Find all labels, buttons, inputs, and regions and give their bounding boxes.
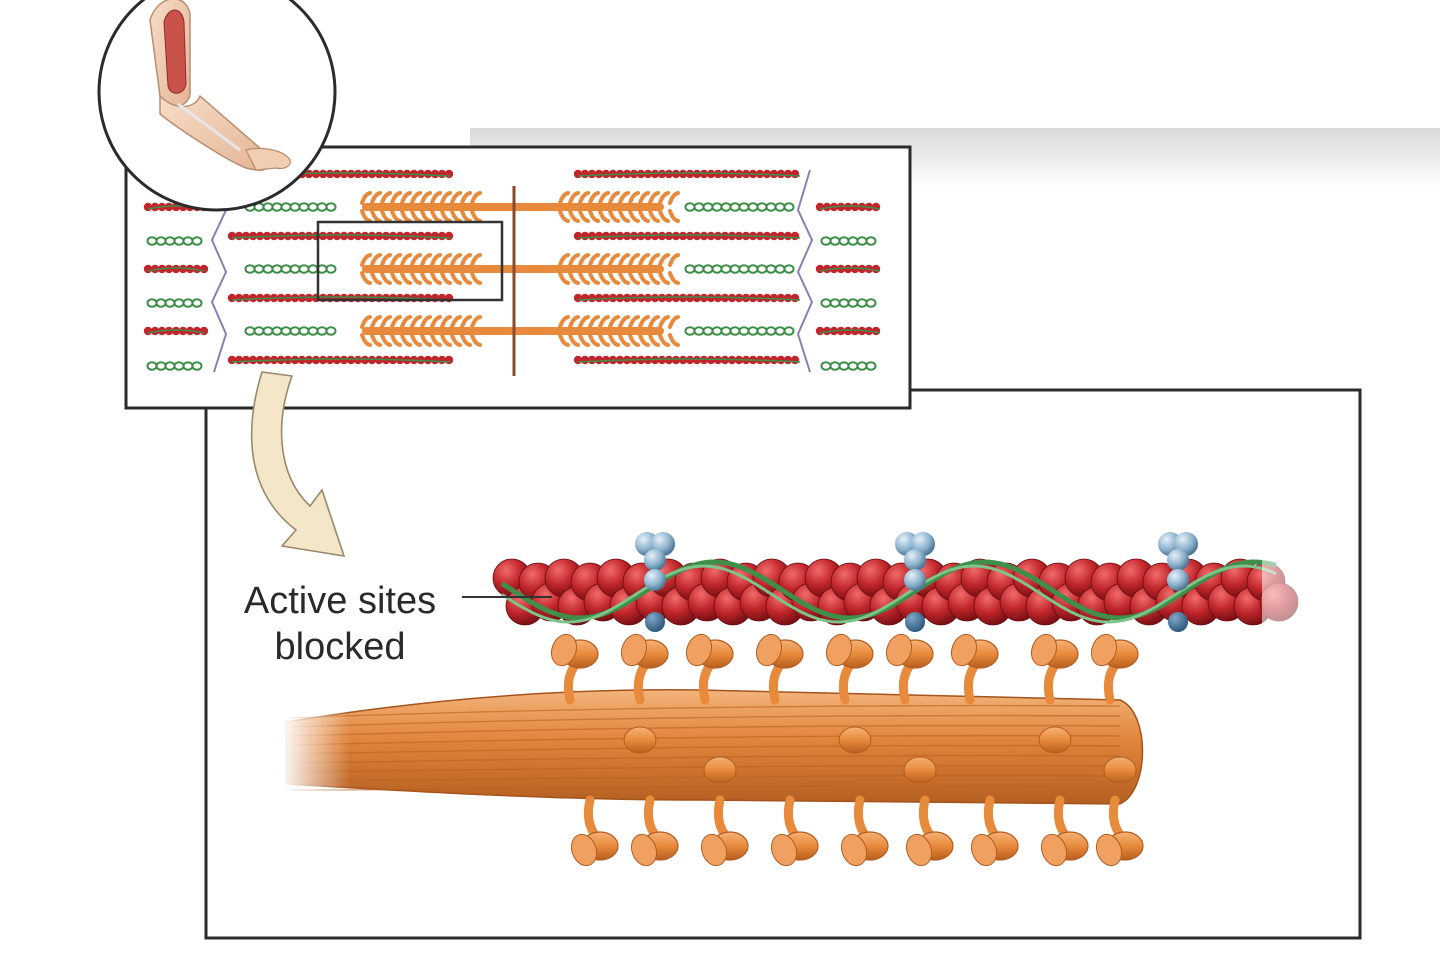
overview-thin-right-0 — [573, 169, 801, 179]
z-disc-right — [796, 169, 814, 373]
overview-titin-right-2 — [684, 326, 795, 336]
myosin-head — [1038, 726, 1072, 754]
myosin-head — [1095, 795, 1144, 867]
myosin-head — [623, 726, 657, 754]
overview-thin-right-3 — [573, 355, 801, 365]
myosin-head — [950, 633, 999, 705]
myosin-head — [550, 633, 599, 705]
myosin-head — [570, 795, 619, 867]
myosin-head — [825, 633, 874, 705]
thick-filament-detail — [280, 633, 1144, 867]
overview-thin-left-1 — [227, 231, 454, 241]
myosin-head — [703, 756, 737, 784]
troponin-complex — [635, 532, 675, 632]
overview-thin-right-1 — [573, 231, 801, 241]
overview-edge-right-2 — [815, 326, 881, 336]
overview-thin-right-2 — [573, 293, 801, 303]
overview-thin-left-3 — [227, 355, 454, 365]
myosin-head — [885, 633, 934, 705]
overview-titin-left-1 — [244, 264, 337, 274]
thin-filament-detail — [492, 532, 1302, 640]
myosin-head — [770, 795, 819, 867]
myosin-head — [755, 633, 804, 705]
overview-edge-titin-left-2 — [146, 361, 203, 371]
myosin-head — [1090, 633, 1139, 705]
overview-frame — [124, 145, 912, 410]
myosin-head — [685, 633, 734, 705]
overview-titin-left-2 — [244, 326, 337, 336]
myosin-head — [905, 795, 954, 867]
myosin-head — [840, 795, 889, 867]
tropomyosin-strand — [501, 564, 1277, 624]
zoom-arrow-icon — [250, 371, 346, 558]
overview-edge-titin-left-0 — [146, 236, 203, 246]
myosin-head — [700, 795, 749, 867]
myosin-head — [620, 633, 669, 705]
myosin-head — [903, 756, 937, 784]
active-sites-blocked-label: Active sites blocked — [200, 578, 480, 670]
overview-edge-titin-right-1 — [820, 298, 877, 308]
myosin-head — [1103, 756, 1137, 784]
overview-titin-right-0 — [684, 202, 795, 212]
overview-edge-titin-right-2 — [820, 361, 877, 371]
overview-edge-right-1 — [815, 264, 881, 274]
myosin-head — [1040, 795, 1089, 867]
overview-edge-left-1 — [143, 264, 209, 274]
myosin-head — [630, 795, 679, 867]
overview-edge-left-2 — [143, 326, 209, 336]
troponin-complex — [1158, 532, 1198, 632]
callout-line-1: Active sites — [243, 580, 437, 622]
arm-muscle-icon — [97, 0, 337, 212]
callout-line-2: blocked — [274, 626, 406, 668]
overview-edge-right-0 — [815, 202, 881, 212]
troponin-complex — [895, 532, 935, 632]
overview-titin-right-1 — [684, 264, 795, 274]
overview-edge-titin-right-0 — [820, 236, 877, 246]
myosin-head — [838, 726, 872, 754]
myosin-head — [970, 795, 1019, 867]
overview-edge-titin-left-1 — [146, 298, 203, 308]
myosin-head — [1030, 633, 1079, 705]
zoom-selection-box — [316, 220, 504, 302]
